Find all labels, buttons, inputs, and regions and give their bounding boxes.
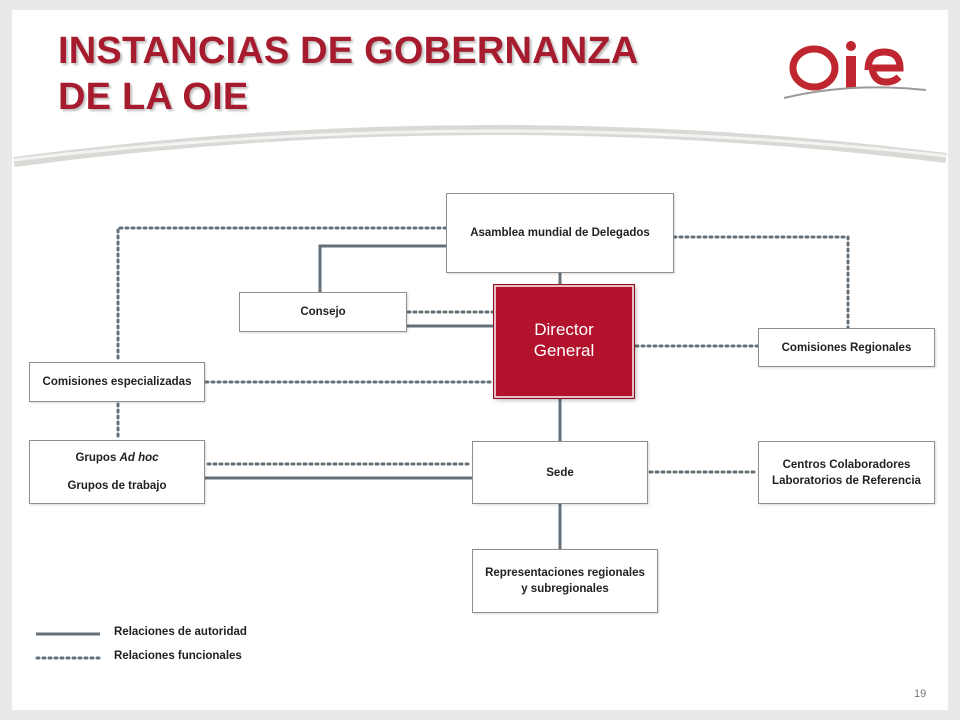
functional-lines — [116, 226, 850, 474]
node-director-general: Director General — [493, 284, 635, 399]
node-representaciones: Representaciones regionales y subregiona… — [472, 549, 658, 613]
node-director-line-2: General — [533, 341, 595, 360]
node-grupos-ad-hoc: Grupos Ad hoc — [75, 450, 158, 466]
node-sede: Sede — [472, 441, 648, 504]
node-representaciones-line-2: y subregionales — [521, 583, 609, 595]
node-asamblea: Asamblea mundial de Delegados — [446, 193, 674, 273]
node-sede-label: Sede — [546, 466, 574, 479]
node-director-line-1: Director — [534, 320, 594, 339]
authority-lines — [204, 244, 562, 549]
node-centros-line-2: Laboratorios de Referencia — [772, 474, 921, 487]
node-grupos-ad-hoc-italic: Ad hoc — [119, 452, 159, 464]
oie-logo — [783, 41, 927, 99]
node-comisiones-regionales: Comisiones Regionales — [758, 328, 935, 367]
node-representaciones-line-1: Representaciones regionales — [485, 567, 645, 579]
node-comisiones-especializadas: Comisiones especializadas — [29, 362, 205, 402]
node-consejo: Consejo — [239, 292, 407, 332]
page-number: 19 — [914, 688, 927, 700]
node-consejo-label: Consejo — [300, 306, 346, 318]
node-centros-line-1: Centros Colaboradores — [782, 458, 911, 471]
node-comisiones-regionales-label: Comisiones Regionales — [781, 341, 912, 354]
node-grupos-trabajo: Grupos de trabajo — [67, 480, 167, 492]
slide-title: INSTANCIAS DE GOBERNANZA DE LA OIE — [58, 28, 638, 120]
legend-functional-label: Relaciones funcionales — [114, 650, 242, 662]
node-centros: Centros Colaboradores Laboratorios de Re… — [758, 441, 935, 504]
legend-authority-label: Relaciones de autoridad — [114, 626, 247, 638]
node-grupos: Grupos Ad hoc Grupos de trabajo — [29, 440, 205, 504]
node-asamblea-label: Asamblea mundial de Delegados — [470, 227, 650, 239]
node-comisiones-especializadas-label: Comisiones especializadas — [42, 376, 192, 388]
title-line-2: DE LA OIE — [58, 76, 249, 118]
node-grupos-ad-hoc-prefix: Grupos — [75, 452, 120, 464]
title-line-1: INSTANCIAS DE GOBERNANZA — [58, 30, 639, 72]
